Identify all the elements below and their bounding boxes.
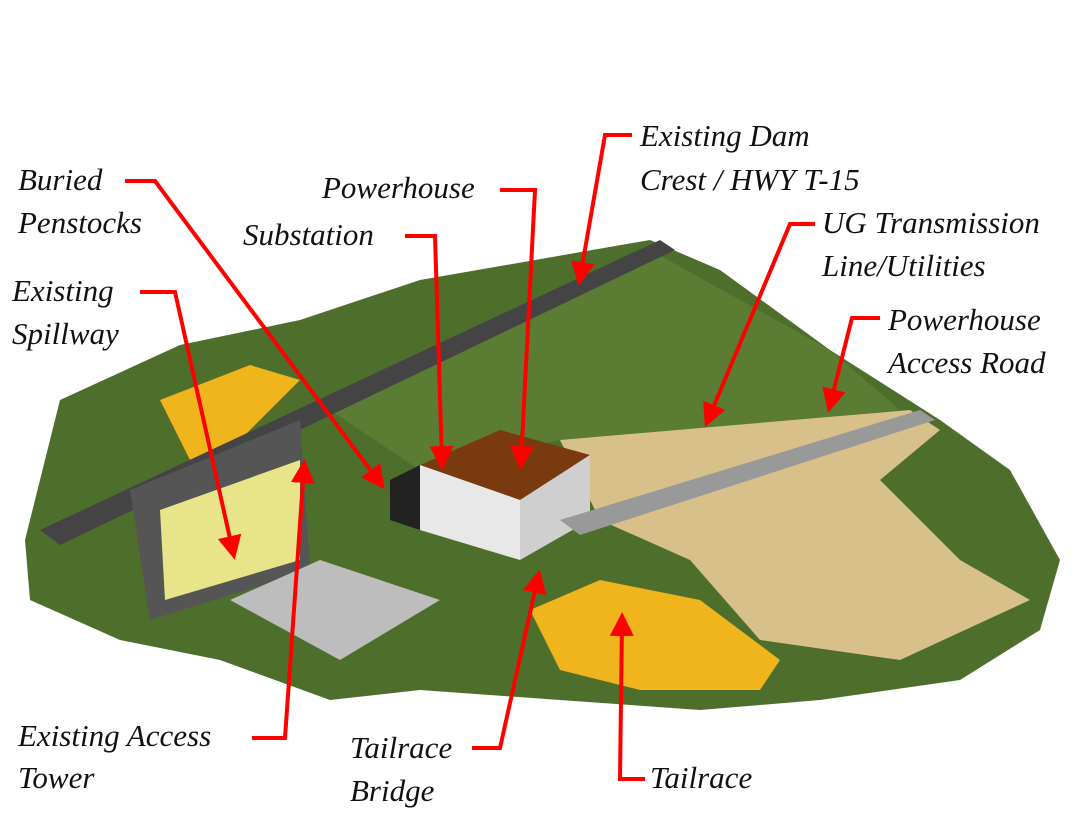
label-line: Crest / HWY T-15: [640, 162, 860, 197]
label-line: Access Road: [886, 345, 1046, 380]
label-substation: Substation: [243, 217, 374, 252]
label-line: Powerhouse: [887, 302, 1041, 337]
label-line: UG Transmission: [822, 205, 1040, 240]
label-line: Bridge: [350, 773, 435, 808]
label-line: Line/Utilities: [821, 248, 986, 283]
tailrace-water: [530, 580, 780, 690]
label-line: Tailrace: [350, 730, 452, 765]
label-powerhouse-access-road: Powerhouse Access Road: [886, 302, 1046, 380]
label-line: Buried: [18, 162, 103, 197]
sand-area: [560, 410, 1030, 660]
powerhouse-wall: [420, 465, 520, 560]
substation-block: [390, 465, 420, 530]
powerhouse-side: [520, 455, 590, 560]
upper-slope: [330, 250, 900, 470]
label-existing-spillway: Existing Spillway: [11, 273, 119, 351]
label-line: Penstocks: [17, 205, 142, 240]
label-ug-transmission: UG Transmission Line/Utilities: [821, 205, 1040, 283]
label-line: Spillway: [12, 316, 119, 351]
powerhouse-roof: [420, 430, 590, 500]
label-powerhouse: Powerhouse: [321, 170, 475, 205]
label-buried-penstocks: Buried Penstocks: [17, 162, 142, 240]
label-dam-crest: Existing Dam Crest / HWY T-15: [639, 118, 860, 197]
access-road: [560, 410, 935, 535]
callout-arrows: [125, 133, 880, 781]
stilling-basin: [230, 560, 440, 660]
label-line: Existing Dam: [639, 118, 810, 153]
label-tailrace-bridge: Tailrace Bridge: [350, 730, 452, 808]
label-tailrace: Tailrace: [650, 760, 752, 795]
label-line: Tower: [18, 760, 95, 795]
label-line: Existing: [11, 273, 114, 308]
label-line: Existing Access: [17, 718, 211, 753]
label-existing-access-tower: Existing Access Tower: [17, 718, 211, 795]
